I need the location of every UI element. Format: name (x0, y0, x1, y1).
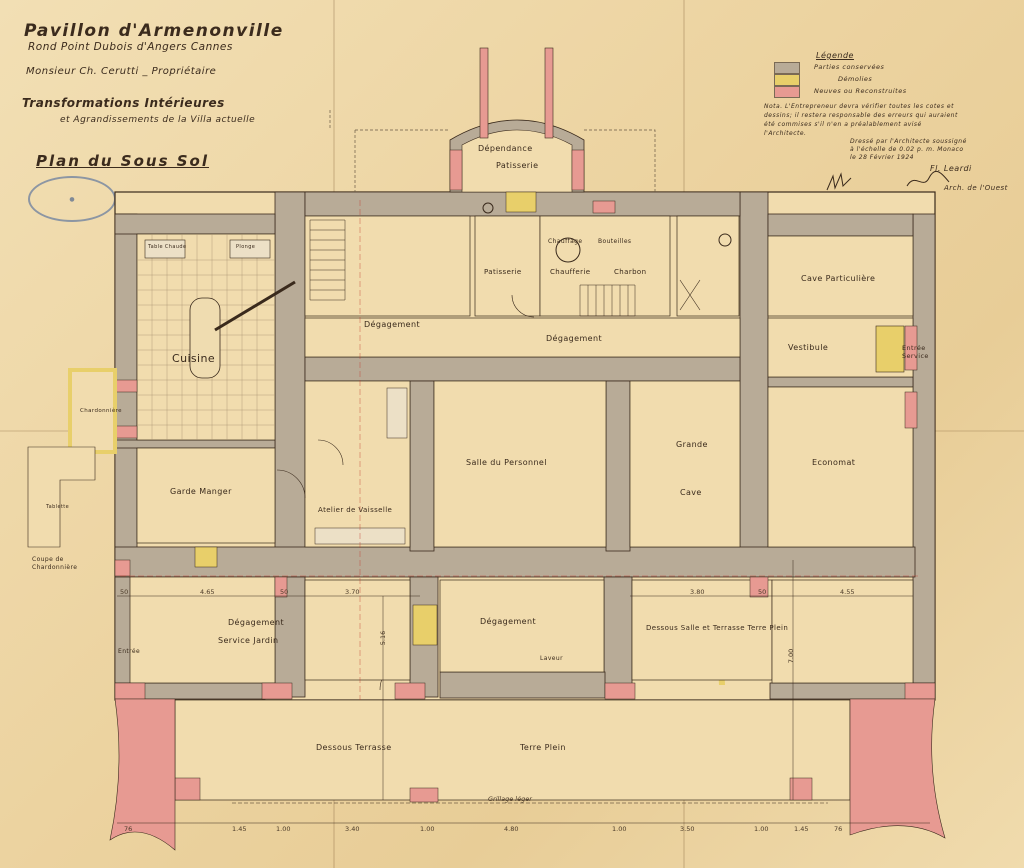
modified-walls (114, 200, 936, 803)
dim-bottom-5: 4.80 (504, 825, 519, 833)
chardonniere-section (27, 446, 96, 548)
fixture-table-chaude: Table Chaude (148, 244, 187, 250)
dim-top-right-2: 4.55 (840, 588, 855, 596)
room-chauffage: Chauffage (548, 238, 583, 245)
service-stair-icon (875, 325, 905, 373)
room-chaufferie: Chaufferie (550, 268, 591, 276)
room-dependance: Dépendance (478, 144, 533, 153)
room-dessous-salle: Dessous Salle et Terrasse Terre Plein (646, 624, 789, 632)
legend-label-new: Neuves ou Reconstruites (814, 87, 907, 95)
room-garde-manger: Garde Manger (170, 487, 232, 496)
room-salle-personnel: Salle du Personnel (466, 458, 547, 467)
room-patisserie: Patisserie (484, 268, 522, 276)
legend-swatch-demolished (774, 74, 800, 86)
room-coupe: Coupe de Chardonnière (32, 556, 78, 571)
room-atelier: Atelier de Vaisselle (318, 506, 393, 514)
dim-bottom-2: 1.00 (276, 825, 291, 833)
boiler-icon (555, 237, 581, 263)
room-chardonniere: Chardonnière (80, 408, 122, 414)
room-laveur: Laveur (540, 655, 563, 662)
room-degagement-jardin: Dégagement (228, 618, 284, 627)
dim-top-left-1: 4.65 (200, 588, 215, 596)
dim-bottom-10: 76 (834, 825, 843, 833)
lower-rooms (129, 576, 914, 801)
room-terre-plein: Terre Plein (520, 743, 566, 752)
fixture-plonge: Plonge (236, 244, 256, 250)
dim-bottom-0: 76 (124, 825, 133, 833)
address: Rond Point Dubois d'Angers Cannes (28, 41, 233, 53)
drawn-by: Dressé par l'Architecte soussigné à l'éc… (850, 138, 967, 161)
dim-vertical-left: 5.16 (379, 630, 388, 646)
dependance-block (449, 47, 585, 213)
boiler-icon (482, 202, 494, 214)
dim-top-left-0: 50 (120, 588, 129, 596)
architect-name: Fl. Leardi (930, 164, 972, 173)
legend-title: Légende (816, 51, 854, 60)
room-charbon: Charbon (614, 268, 647, 276)
room-cave: Cave (680, 488, 702, 497)
staircase-icon (309, 219, 636, 317)
dim-top-left-3: 3.70 (345, 588, 360, 596)
room-service-jardin: Service Jardin (218, 636, 279, 645)
room-grande: Grande (676, 440, 708, 449)
legend-swatch-kept (774, 62, 800, 74)
room-vestibule: Vestibule (788, 343, 829, 352)
dim-top-right-1: 50 (758, 588, 767, 596)
dashed-existing-lines (329, 110, 656, 192)
signature-icon (906, 170, 950, 187)
toilet-icon (718, 233, 732, 247)
garden-steps-left (109, 698, 176, 851)
sink-icon (229, 239, 271, 259)
crosshatch-icon (679, 279, 701, 311)
dim-bottom-4: 1.00 (420, 825, 435, 833)
drawing-title: Pavillon d'Armenonville (24, 21, 284, 41)
dim-bottom-1: 1.45 (232, 825, 247, 833)
room-entree-service: Entrée Service (902, 344, 929, 360)
room-dessous-terrasse: Dessous Terrasse (316, 743, 392, 752)
dim-vertical-right: 7.00 (787, 648, 796, 664)
signature-icon (826, 172, 852, 191)
fixture-tablette: Tablette (46, 504, 70, 510)
legend-swatch-new (774, 86, 800, 98)
architect-title: Arch. de l'Ouest (944, 184, 1008, 192)
sink-icon (144, 239, 186, 259)
room-degagement-1: Dégagement (364, 320, 420, 329)
room-economat: Economat (812, 458, 856, 467)
room-degagement-3: Dégagement (480, 617, 536, 626)
dim-bottom-6: 1.00 (612, 825, 627, 833)
legend-note: Nota. L'Entrepreneur devra vérifier tout… (764, 103, 958, 137)
dim-top-left-2: 50 (280, 588, 289, 596)
owner-line: Monsieur Ch. Cerutti _ Propriétaire (26, 66, 217, 77)
dim-grillage: Grillage léger (488, 795, 532, 803)
kitchen-range-icon (189, 297, 221, 379)
dim-bottom-8: 1.00 (754, 825, 769, 833)
garden-steps-right (849, 698, 946, 839)
room-bouteilles: Bouteilles (598, 238, 632, 245)
room-entree: Entrée (118, 648, 141, 655)
project-line-2: et Agrandissements de la Villa actuelle (60, 115, 256, 125)
plan-title: Plan du Sous Sol (36, 152, 209, 170)
dimension-lines (117, 560, 930, 824)
room-cuisine: Cuisine (172, 352, 216, 365)
legend-label-kept: Parties conservées (814, 63, 885, 71)
flue-icon (214, 280, 296, 332)
room-cave-particuliere: Cave Particulière (801, 274, 876, 283)
room-degagement-2: Dégagement (546, 334, 602, 343)
project-line-1: Transformations Intérieures (22, 96, 225, 110)
dim-bottom-9: 1.45 (794, 825, 809, 833)
dim-bottom-7: 3.50 (680, 825, 695, 833)
legend-label-demolished: Démolies (838, 75, 873, 83)
dim-top-right-0: 3.80 (690, 588, 705, 596)
room-patisserie-top: Patisserie (496, 161, 539, 170)
dim-bottom-3: 3.40 (345, 825, 360, 833)
axis-lines (120, 200, 920, 700)
sink-icon (386, 387, 408, 439)
